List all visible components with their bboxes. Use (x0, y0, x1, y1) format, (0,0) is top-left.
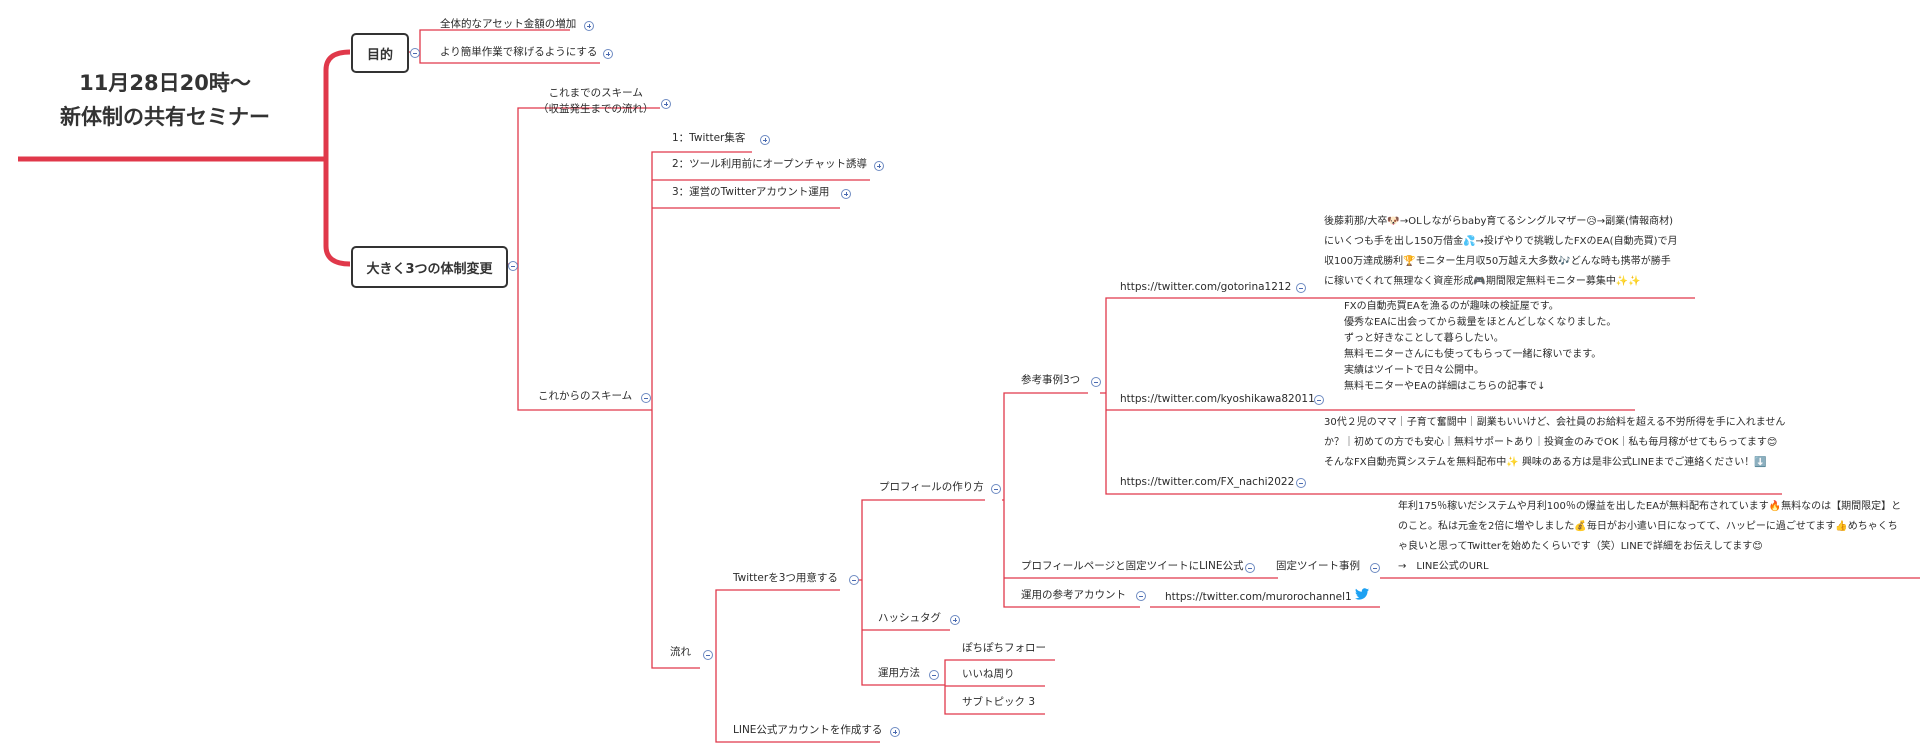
node-flow[interactable]: 流れ (670, 646, 691, 658)
node-profile-line[interactable]: プロフィールページと固定ツイートにLINE公式 (1021, 560, 1244, 572)
node-mokuteki-label: 目的 (366, 47, 393, 63)
ref-note-1: 後藤莉那/大卒🐶→OLしながらbaby育てるシングルマザー😥→副業(情報商材) … (1324, 212, 1704, 292)
ref-note-2-line: 優秀なEAに出会ってから裁量をほとんどしなくなりました。 (1344, 317, 1617, 328)
ref-note-2-line: FXの自動売買EAを漁るのが趣味の検証屋です。 (1344, 301, 1559, 312)
node-hashtag[interactable]: ハッシュタグ (878, 612, 941, 624)
line-url-text: → LINE公式のURL (1398, 561, 1489, 572)
collapse-toggle-icon[interactable] (410, 48, 420, 58)
collapse-toggle-icon[interactable] (991, 484, 1001, 494)
collapse-toggle-icon[interactable] (1314, 395, 1324, 405)
collapse-toggle-icon[interactable] (849, 575, 859, 585)
fixed-tweet-line: ゃ良いと思ってTwitterを始めたくらいです（笑）LINEで詳細をお伝えしてま… (1398, 541, 1763, 552)
expand-toggle-icon[interactable] (950, 615, 960, 625)
collapse-toggle-icon[interactable] (1245, 563, 1255, 573)
collapse-toggle-icon[interactable] (641, 393, 651, 403)
collapse-toggle-icon[interactable] (1136, 591, 1146, 601)
node-ops-method[interactable]: 運用方法 (878, 667, 920, 679)
ref-note-2-line: 実績はツイートで日々公開中。 (1344, 365, 1484, 376)
collapse-toggle-icon[interactable] (1296, 283, 1306, 293)
node-ref-url-2[interactable]: https://twitter.com/kyoshikawa82011 (1120, 393, 1315, 405)
fixed-tweet-line: 年利175％稼いだシステムや月利100％の爆益を出したEAが無料配布されています… (1398, 501, 1902, 512)
ref-note-2: FXの自動売買EAを漁るのが趣味の検証屋です。 優秀なEAに出会ってから裁量をほ… (1344, 299, 1664, 395)
node-ops-item-3[interactable]: サブトピック 3 (962, 696, 1036, 708)
node-step-3[interactable]: 3：運営のTwitterアカウント運用 (672, 186, 830, 198)
node-three-changes-label: 大きく3つの体制変更 (366, 261, 493, 277)
ref-note-3-line: 30代２児のママ｜子育て奮闘中｜副業もいいけど、会社員のお給料を超える不労所得を… (1324, 417, 1786, 428)
expand-toggle-icon[interactable] (890, 727, 900, 737)
ref-note-1-line: に稼いでくれて無理なく資産形成🎮期間限定無料モニター募集中✨✨ (1324, 276, 1641, 287)
node-ops-ref[interactable]: 運用の参考アカウント (1021, 589, 1126, 601)
node-ops-item-2[interactable]: いいね周り (962, 668, 1015, 680)
node-twitter-3[interactable]: Twitterを3つ用意する (733, 572, 838, 584)
collapse-toggle-icon[interactable] (1370, 563, 1380, 573)
collapse-toggle-icon[interactable] (1296, 478, 1306, 488)
collapse-toggle-icon[interactable] (703, 650, 713, 660)
ref-note-2-line: 無料モニターやEAの詳細はこちらの記事で↓ (1344, 381, 1546, 392)
collapse-toggle-icon[interactable] (929, 670, 939, 680)
ref-note-3-line: か？｜初めての方でも安心｜無料サポートあり｜投資金のみでOK｜私も毎月稼がせても… (1324, 437, 1778, 448)
root-title: 11月28日20時〜 新体制の共有セミナー (40, 66, 290, 134)
root-title-line2: 新体制の共有セミナー (60, 105, 270, 129)
ref-note-1-line: 収100万達成勝利🏆モニター生月収50万越え大多数🎶どんな時も携帯が勝手 (1324, 256, 1671, 267)
root-title-line1: 11月28日20時〜 (79, 71, 251, 95)
node-old-scheme[interactable]: これまでのスキーム （収益発生までの流れ） (538, 87, 654, 116)
node-ref-url-1[interactable]: https://twitter.com/gotorina1212 (1120, 281, 1292, 293)
node-three-changes[interactable]: 大きく3つの体制変更 (351, 246, 508, 288)
expand-toggle-icon[interactable] (603, 49, 613, 59)
node-refs-3[interactable]: 参考事例3つ (1021, 374, 1081, 386)
node-asset-increase[interactable]: 全体的なアセット金額の増加 (440, 18, 577, 30)
node-ops-item-1[interactable]: ぽちぽちフォロー (962, 642, 1046, 654)
node-mokuteki[interactable]: 目的 (351, 33, 409, 73)
node-step-2[interactable]: 2：ツール利用前にオープンチャット誘導 (672, 158, 867, 170)
fixed-tweet-line: のこと。私は元金を2倍に増やしました💰毎日がお小遣い日になってて、ハッピーに過ご… (1398, 521, 1898, 532)
node-fixed-tweet[interactable]: 固定ツイート事例 (1276, 560, 1360, 572)
expand-toggle-icon[interactable] (874, 161, 884, 171)
node-profile[interactable]: プロフィールの作り方 (879, 481, 984, 493)
node-ops-url[interactable]: https://twitter.com/murorochannel1 (1165, 591, 1352, 603)
fixed-tweet-note: 年利175％稼いだシステムや月利100％の爆益を出したEAが無料配布されています… (1398, 497, 1918, 577)
collapse-toggle-icon[interactable] (508, 261, 518, 271)
ref-note-1-line: にいくつも手を出し150万借金💦→投げやりで挑戦したFXのEA(自動売買)で月 (1324, 236, 1678, 247)
collapse-toggle-icon[interactable] (1091, 377, 1101, 387)
expand-toggle-icon[interactable] (760, 135, 770, 145)
ref-note-1-line: 後藤莉那/大卒🐶→OLしながらbaby育てるシングルマザー😥→副業(情報商材) (1324, 216, 1673, 227)
expand-toggle-icon[interactable] (584, 21, 594, 31)
node-old-scheme-line1: これまでのスキーム (548, 87, 643, 99)
ref-note-3: 30代２児のママ｜子育て奮闘中｜副業もいいけど、会社員のお給料を超える不労所得を… (1324, 413, 1794, 473)
node-easy-work[interactable]: より簡単作業で稼げるようにする (440, 46, 598, 58)
expand-toggle-icon[interactable] (661, 99, 671, 109)
node-line-account[interactable]: LINE公式アカウントを作成する (733, 724, 883, 736)
expand-toggle-icon[interactable] (841, 189, 851, 199)
ref-note-2-line: ずっと好きなことして暮らしたい。 (1344, 333, 1504, 344)
node-new-scheme[interactable]: これからのスキーム (538, 390, 633, 402)
node-old-scheme-line2: （収益発生までの流れ） (538, 103, 654, 115)
twitter-bird-icon (1355, 588, 1369, 600)
ref-note-2-line: 無料モニターさんにも使ってもらって一緒に稼いでます。 (1344, 349, 1602, 360)
node-step-1[interactable]: 1：Twitter集客 (672, 132, 746, 144)
node-ref-url-3[interactable]: https://twitter.com/FX_nachi2022 (1120, 476, 1295, 488)
ref-note-3-line: そんなFX自動売買システムを無料配布中✨ 興味のある方は是非公式LINEまでご連… (1324, 457, 1767, 468)
